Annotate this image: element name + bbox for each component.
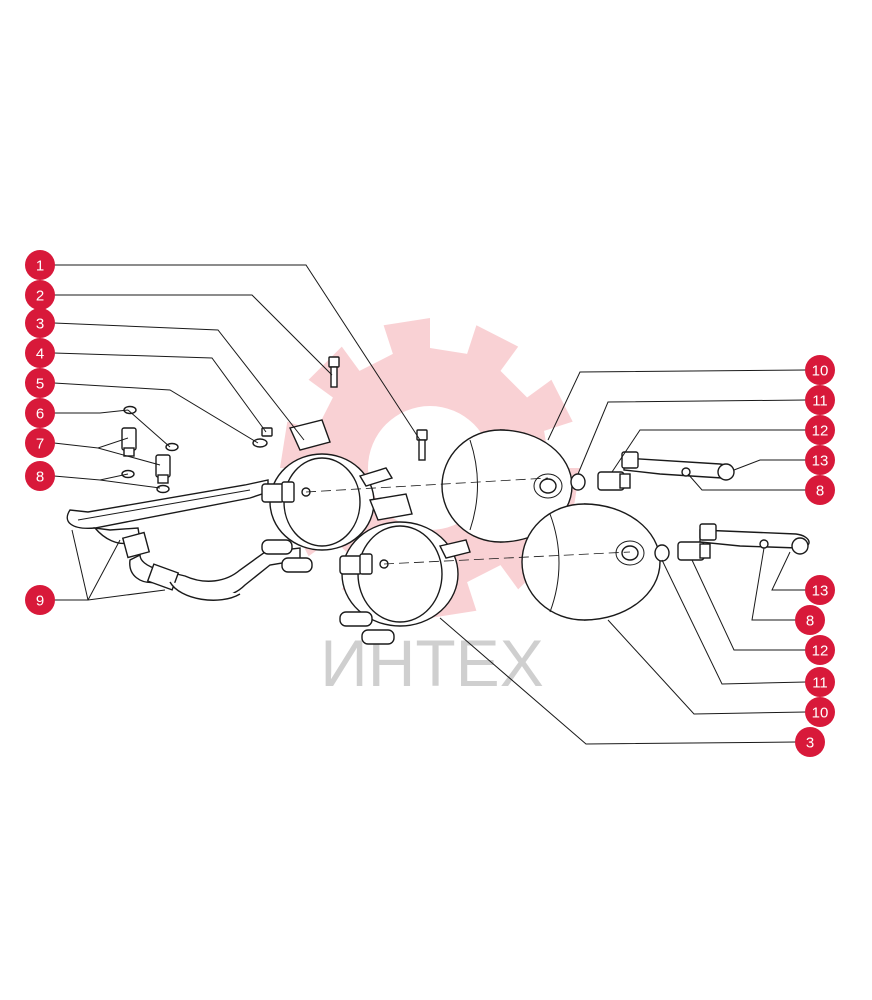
- callout-circle: [25, 428, 55, 458]
- callout-circle: [805, 445, 835, 475]
- callout-label: 9: [36, 593, 44, 610]
- callout-circle: [805, 635, 835, 665]
- callout-badge-11: 11: [805, 385, 835, 415]
- callout-circle: [25, 338, 55, 368]
- leader-line-8: [687, 473, 806, 491]
- callout-label: 10: [812, 363, 829, 380]
- leader-line-5: [53, 382, 259, 444]
- callout-label: 6: [36, 406, 44, 423]
- callout-label: 13: [812, 453, 829, 470]
- callout-badge-3: 3: [795, 727, 825, 757]
- leader-lines: [53, 264, 807, 745]
- accumulator-lower: [521, 503, 670, 621]
- callout-label: 8: [806, 613, 814, 630]
- leader-line-11: [577, 399, 807, 475]
- callout-label: 12: [812, 643, 829, 660]
- pipe-assembly: [66, 479, 301, 601]
- callout-circle: [25, 585, 55, 615]
- leader-line-12: [611, 429, 806, 473]
- leader-line-8: [751, 547, 796, 621]
- callout-badge-10: 10: [805, 355, 835, 385]
- leader-line-12: [691, 559, 806, 651]
- callout-badge-12: 12: [805, 415, 835, 445]
- callout-badge-11: 11: [805, 667, 835, 697]
- leader-line-1: [54, 264, 421, 441]
- callout-circle: [25, 308, 55, 338]
- callout-circle: [25, 250, 55, 280]
- leader-line-13: [733, 459, 806, 471]
- watermark-text: ИНТЕХ: [320, 626, 543, 700]
- callout-label: 7: [36, 436, 44, 453]
- callout-label: 13: [812, 583, 829, 600]
- callout-badge-2: 2: [25, 280, 55, 310]
- callout-label: 1: [36, 258, 44, 275]
- callout-label: 12: [812, 423, 829, 440]
- leader-line-6: [54, 409, 171, 448]
- leader-line-9: [54, 529, 166, 601]
- callout-label: 8: [36, 469, 44, 486]
- callout-badge-8: 8: [795, 605, 825, 635]
- fittings-right-lower: [677, 523, 810, 561]
- callout-badge-10: 10: [805, 697, 835, 727]
- callout-label: 2: [36, 288, 44, 305]
- callout-label: 11: [812, 393, 828, 410]
- callout-circle: [25, 398, 55, 428]
- bolts: [252, 356, 428, 461]
- fittings-left: [121, 405, 179, 494]
- callout-label: 11: [812, 675, 828, 692]
- callout-badge-1: 1: [25, 250, 55, 280]
- leader-line-13: [771, 551, 806, 591]
- callout-label: 4: [36, 346, 44, 363]
- callout-circle: [805, 415, 835, 445]
- callout-circle: [795, 727, 825, 757]
- callout-badge-9: 9: [25, 585, 55, 615]
- accumulator-upper: [441, 429, 586, 543]
- leader-line-10: [547, 369, 807, 441]
- callout-badge-7: 7: [25, 428, 55, 458]
- callout-label: 5: [36, 376, 44, 393]
- callout-label: 10: [812, 705, 829, 722]
- callout-circle: [25, 280, 55, 310]
- callout-label: 8: [816, 483, 824, 500]
- leader-line-2: [54, 294, 333, 376]
- callout-circle: [25, 461, 55, 491]
- callout-circle: [805, 697, 835, 727]
- callout-circle: [795, 605, 825, 635]
- clamp-lower: [339, 493, 471, 645]
- callout-badge-6: 6: [25, 398, 55, 428]
- callout-circle: [805, 575, 835, 605]
- fittings-right-upper: [597, 451, 735, 491]
- leader-line-11: [661, 559, 807, 685]
- callout-badge-12: 12: [805, 635, 835, 665]
- leader-line-4: [53, 352, 267, 433]
- callout-badge-13: 13: [805, 575, 835, 605]
- leader-line-8: [53, 473, 161, 489]
- callout-circle: [805, 355, 835, 385]
- callout-badge-8: 8: [805, 475, 835, 505]
- callout-circle: [25, 368, 55, 398]
- callout-circle: [805, 475, 835, 505]
- leader-line-10: [607, 619, 807, 715]
- callout-label: 3: [806, 735, 814, 752]
- leader-line-3: [53, 322, 305, 441]
- callout-badge-4: 4: [25, 338, 55, 368]
- callout-circle: [805, 385, 835, 415]
- callout-badge-8: 8: [25, 461, 55, 491]
- callout-badge-3: 3: [25, 308, 55, 338]
- callout-circle: [805, 667, 835, 697]
- callout-badge-13: 13: [805, 445, 835, 475]
- callout-label: 3: [36, 316, 44, 333]
- assembly-axes: [305, 477, 631, 565]
- clamp-upper: [261, 419, 394, 573]
- leader-line-7: [53, 437, 161, 466]
- callout-badge-5: 5: [25, 368, 55, 398]
- leader-line-3: [439, 617, 797, 745]
